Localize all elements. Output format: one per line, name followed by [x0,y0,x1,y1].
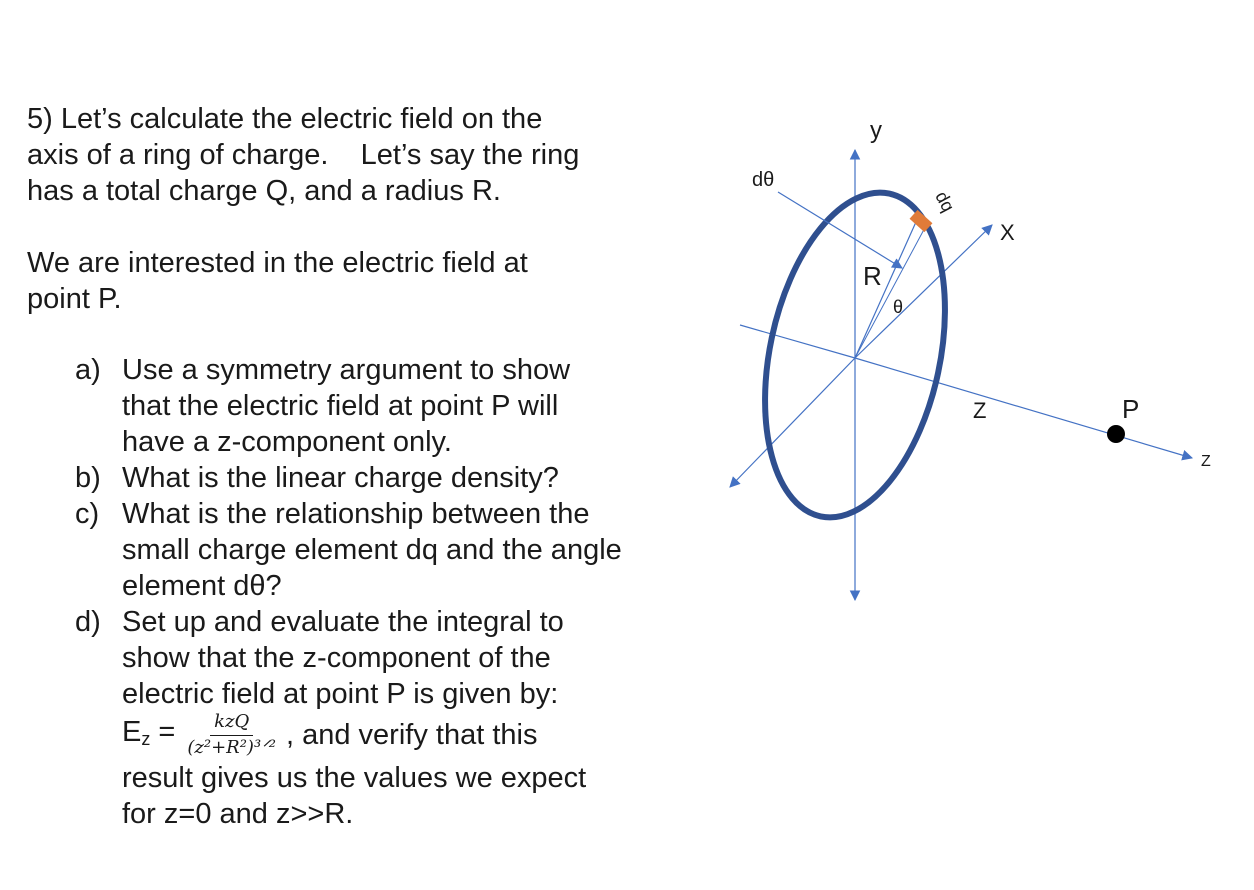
formula-lhs-subscript: z [141,728,151,749]
x-axis-negative-line [729,357,856,488]
formula-lhs: Ez = [122,714,175,757]
label-theta: θ [893,297,903,317]
label-z-near: Z [973,398,986,423]
problem-statement: 5) Let’s calculate the electric field on… [27,101,667,317]
part-letter: b) [75,462,101,494]
label-x: X [1000,220,1015,245]
charge-element-dq [909,209,933,233]
formula-denominator: (z²+R²)³ᐟ² [187,737,276,758]
formula-numerator: kzQ [210,711,254,736]
part-letter: a) [75,354,101,386]
label-z-far: Z [1201,453,1211,470]
z-axis-back-line [739,324,856,359]
radius-line-2 [854,221,929,359]
part-a: a) Use a symmetry argument to show that … [75,352,675,460]
formula-line: Ez = kzQ (z²+R²)³ᐟ² , and verify that th… [122,706,675,764]
label-r: R [863,261,882,291]
label-y: y [870,117,882,144]
label-p: P [1122,394,1139,424]
part-c: c) What is the relationship between the … [75,496,675,604]
interest-line-2: point P. [27,283,122,315]
question-parts: a) Use a symmetry argument to show that … [75,352,675,832]
formula-trailing-text: , and verify that this [286,719,538,751]
formula-fraction: kzQ (z²+R²)³ᐟ² [185,711,278,759]
part-text: Set up and evaluate the integral to show… [122,606,564,710]
intro-line-2: axis of a ring of charge. Let’s say the … [27,139,580,171]
x-axis-line [854,224,993,359]
interest-line-1: We are interested in the electric field … [27,247,528,279]
label-dq: dq [931,188,958,215]
label-dtheta: dθ [752,169,774,191]
formula-equals: = [158,715,176,748]
formula-continuation: result gives us the values we expect for… [122,762,587,830]
dtheta-pointer-line [777,191,903,269]
part-d-body: Set up and evaluate the integral to show… [122,604,675,832]
part-text: What is the relationship between the sma… [122,498,622,602]
radius-line [854,212,921,359]
part-text: Use a symmetry argument to show that the… [122,354,571,458]
z-axis-line [854,357,1194,461]
part-letter: c) [75,498,100,530]
part-d: d) Set up and evaluate the integral to s… [75,604,675,832]
part-letter: d) [75,606,101,638]
intro-line-3: has a total charge Q, and a radius R. [27,175,501,207]
part-text: What is the linear charge density? [122,462,559,494]
intro-line-1: 5) Let’s calculate the electric field on… [27,103,543,135]
part-b: b) What is the linear charge density? [75,460,675,496]
point-p [1107,425,1125,443]
formula-lhs-symbol: E [122,715,142,748]
charged-ring [762,189,948,521]
